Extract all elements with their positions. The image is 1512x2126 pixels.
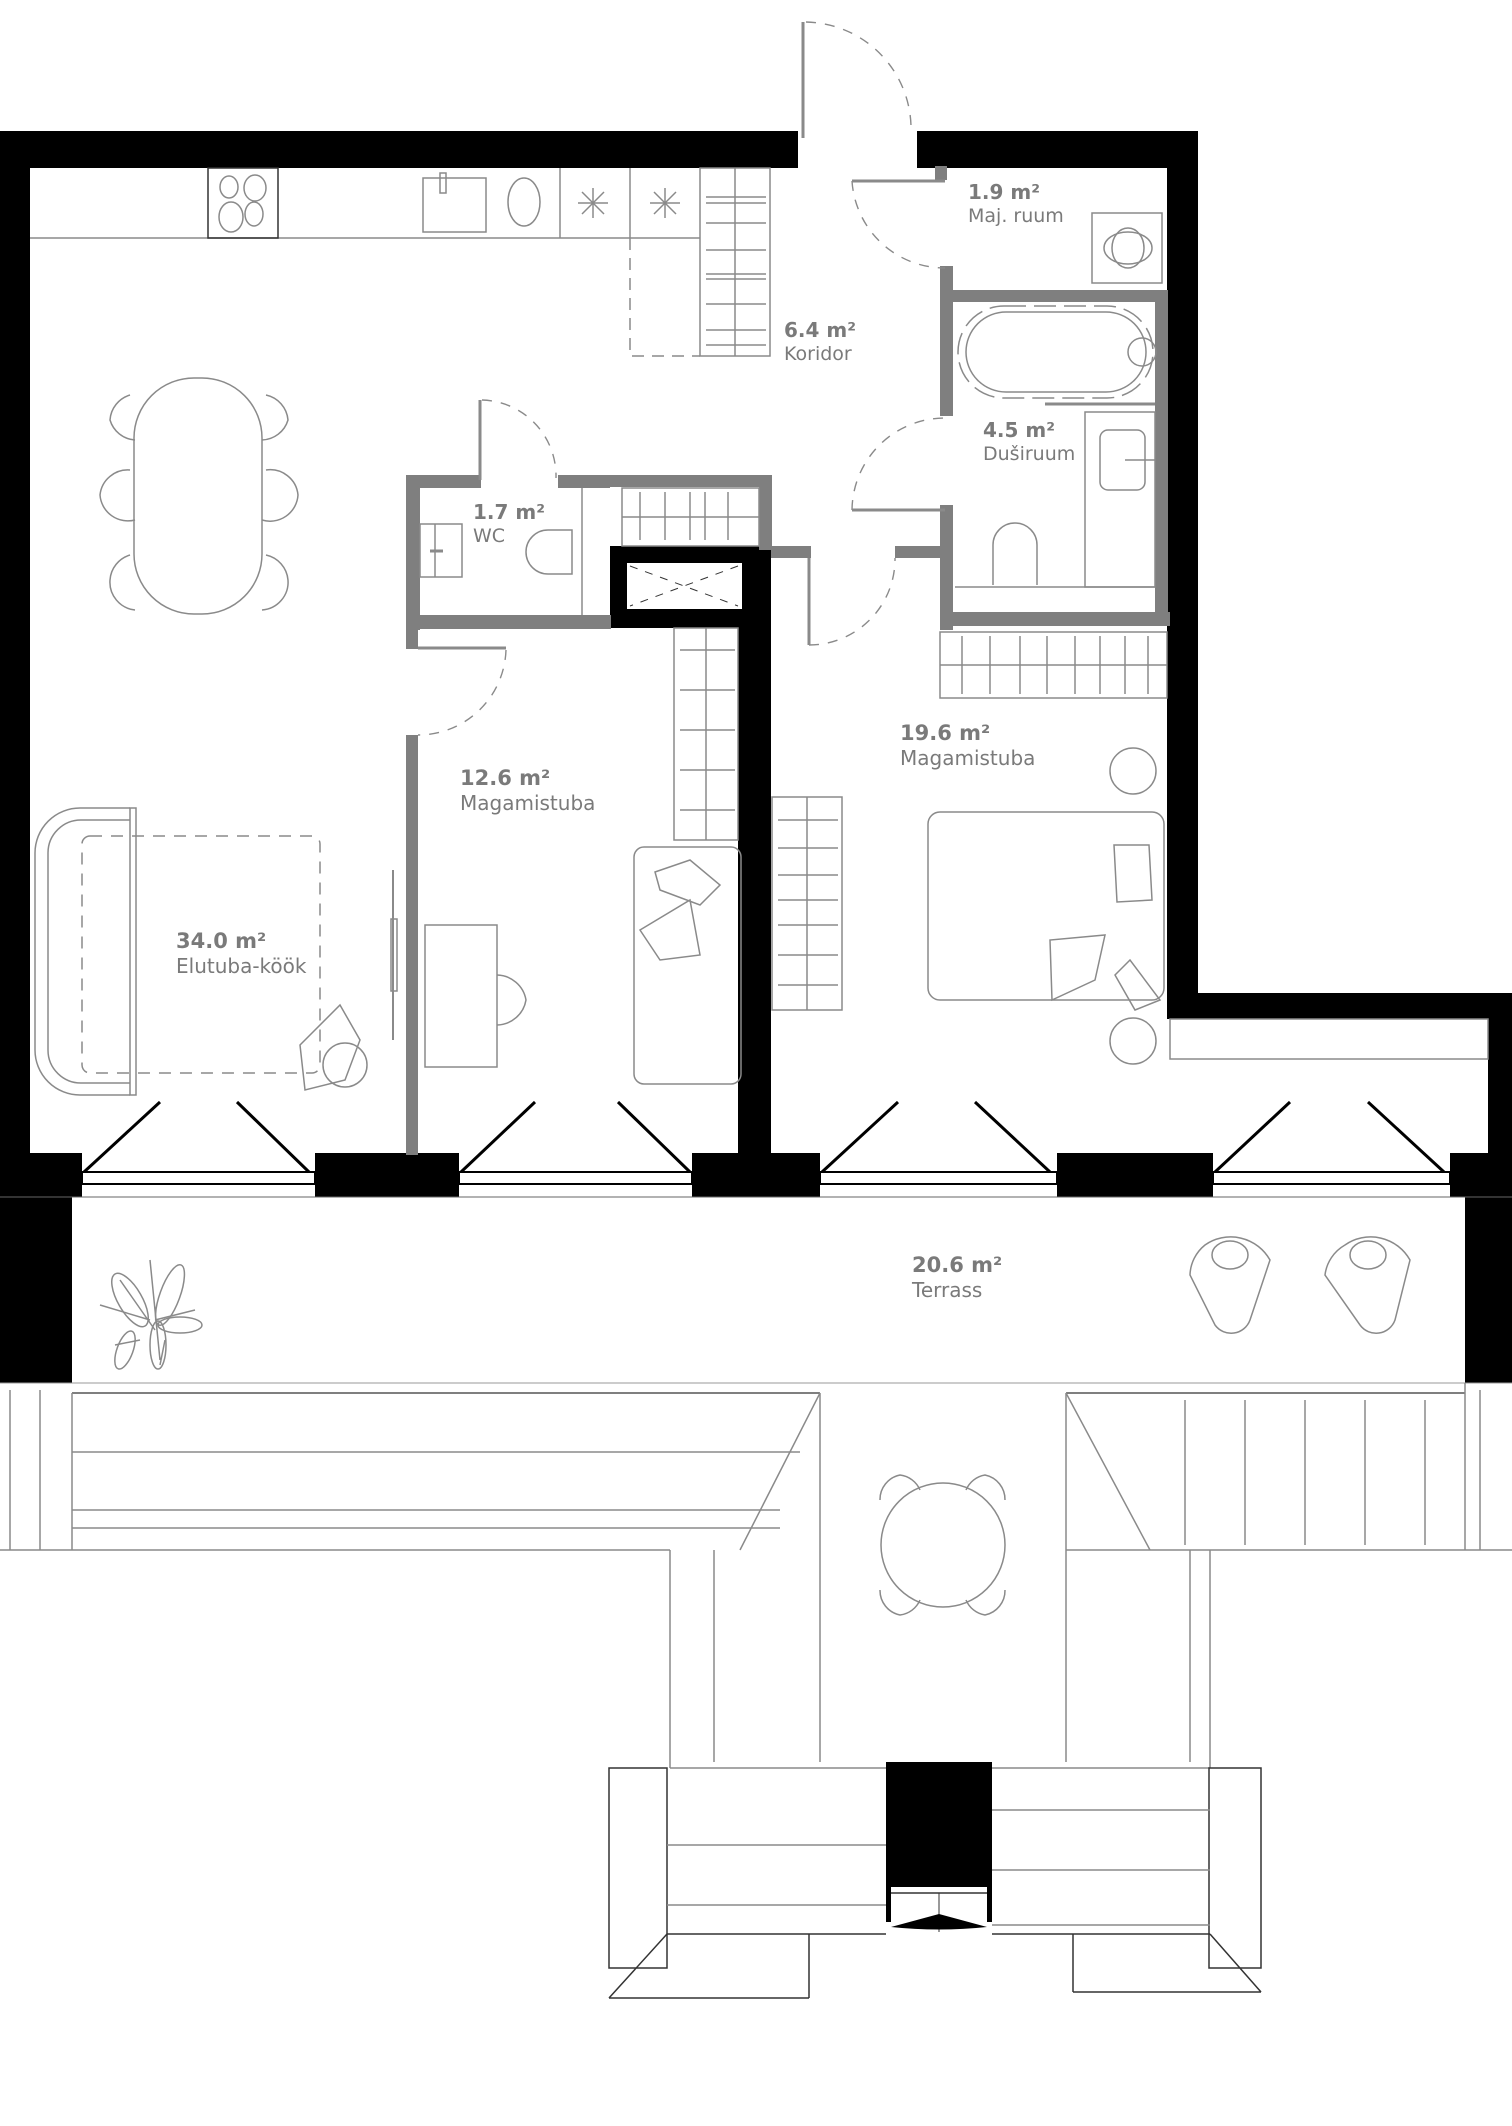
room-label-utility: 1.9 m² Maj. ruum — [968, 180, 1064, 229]
living-furniture — [34, 807, 398, 1096]
room-area: 6.4 m² — [784, 318, 856, 342]
plant-icon — [99, 1259, 203, 1370]
room-label-terrace: 20.6 m² Terrass — [912, 1252, 1002, 1303]
room-label-bedroom-small: 12.6 m² Magamistuba — [460, 765, 595, 816]
lounge-chair — [1189, 1236, 1271, 1334]
terrace-furniture — [0, 1236, 1512, 1999]
outer-walls — [0, 131, 1512, 1922]
room-area: 34.0 m² — [176, 929, 267, 953]
room-area: 19.6 m² — [900, 721, 991, 745]
room-name: Magamistuba — [460, 791, 596, 816]
kitchen-counter — [30, 167, 771, 357]
room-area: 20.6 m² — [912, 1253, 1003, 1277]
lounge-chair — [1324, 1236, 1411, 1334]
room-area: 1.9 m² — [968, 180, 1040, 204]
room-name: Magamistuba — [900, 746, 1036, 771]
room-name: Terrass — [912, 1278, 983, 1303]
bathroom-fixtures — [955, 305, 1157, 588]
asterisk-icon — [578, 188, 608, 218]
washing-machine — [1091, 212, 1163, 284]
room-name: Maj. ruum — [968, 205, 1064, 227]
wc-fixtures — [419, 488, 583, 615]
asterisk-icon — [650, 188, 680, 218]
room-area: 1.7 m² — [473, 500, 545, 524]
room-label-living-kitchen: 34.0 m² Elutuba-köök — [176, 928, 306, 979]
room-name: Duširuum — [983, 443, 1076, 465]
room-name: Koridor — [784, 343, 852, 365]
room-label-wc: 1.7 m² WC — [473, 500, 545, 549]
room-label-bedroom-large: 19.6 m² Magamistuba — [900, 720, 1035, 771]
room-label-corridor: 6.4 m² Koridor — [784, 318, 856, 367]
room-name: Elutuba-köök — [176, 954, 307, 979]
wardrobes — [621, 487, 1168, 1011]
doors — [417, 21, 946, 736]
chimney — [891, 1887, 987, 1932]
bedroom-small-furniture — [424, 846, 742, 1085]
windows — [0, 1100, 1512, 1198]
bedroom-large-furniture — [927, 747, 1489, 1065]
room-area: 4.5 m² — [983, 418, 1055, 442]
room-label-shower: 4.5 m² Duširuum — [983, 418, 1075, 467]
dining-table — [99, 377, 299, 615]
room-area: 12.6 m² — [460, 766, 551, 790]
stair-shaft — [627, 563, 742, 609]
room-name: WC — [473, 525, 506, 547]
inner-walls — [406, 166, 1170, 1155]
